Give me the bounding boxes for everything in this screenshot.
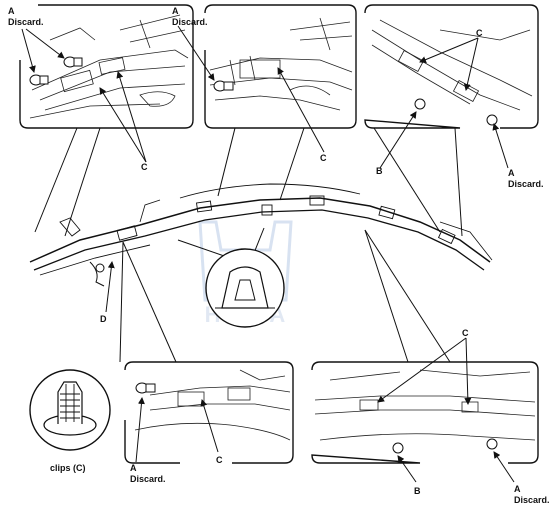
label-a-panel4: A (130, 463, 137, 473)
label-c-panel5: C (462, 328, 469, 338)
label-c-panel1: C (141, 162, 148, 172)
discard-bolt-icon (29, 56, 83, 86)
label-b-panel3: B (376, 166, 383, 176)
bolt-icon-rear (392, 438, 498, 454)
clip-magnifier (205, 248, 285, 328)
label-d: D (100, 314, 107, 324)
label-discard-panel1: Discard. (8, 17, 44, 27)
main-airbag-assembly (29, 183, 493, 287)
label-c-panel2: C (320, 153, 327, 163)
detail-panel-front-center (204, 4, 357, 129)
label-discard-panel5: Discard. (514, 495, 550, 505)
label-b-panel5: B (414, 486, 421, 496)
label-a-panel1: A (8, 6, 15, 16)
detail-panel-front-right (364, 4, 539, 129)
detail-panel-rear-center (124, 361, 294, 464)
label-a-panel3: A (508, 168, 515, 178)
label-a-panel5: A (514, 484, 521, 494)
label-arrows (21, 25, 515, 483)
detail-panel-front-left (19, 4, 194, 129)
label-discard-panel2: Discard. (172, 17, 208, 27)
label-c-panel4: C (216, 455, 223, 465)
clip-reference-circle (29, 369, 111, 451)
discard-bolt-icon-2 (213, 80, 234, 92)
label-discard-panel3: Discard. (508, 179, 544, 189)
callout-leader-lines (34, 127, 463, 363)
label-a-panel2: A (172, 6, 179, 16)
label-discard-panel4: Discard. (130, 474, 166, 484)
clip-icon (414, 98, 498, 126)
clips-caption: clips (C) (50, 463, 86, 473)
detail-panel-rear-right (311, 361, 539, 464)
label-c-panel3: C (476, 28, 483, 38)
discard-bolt-icon-3 (135, 382, 156, 394)
